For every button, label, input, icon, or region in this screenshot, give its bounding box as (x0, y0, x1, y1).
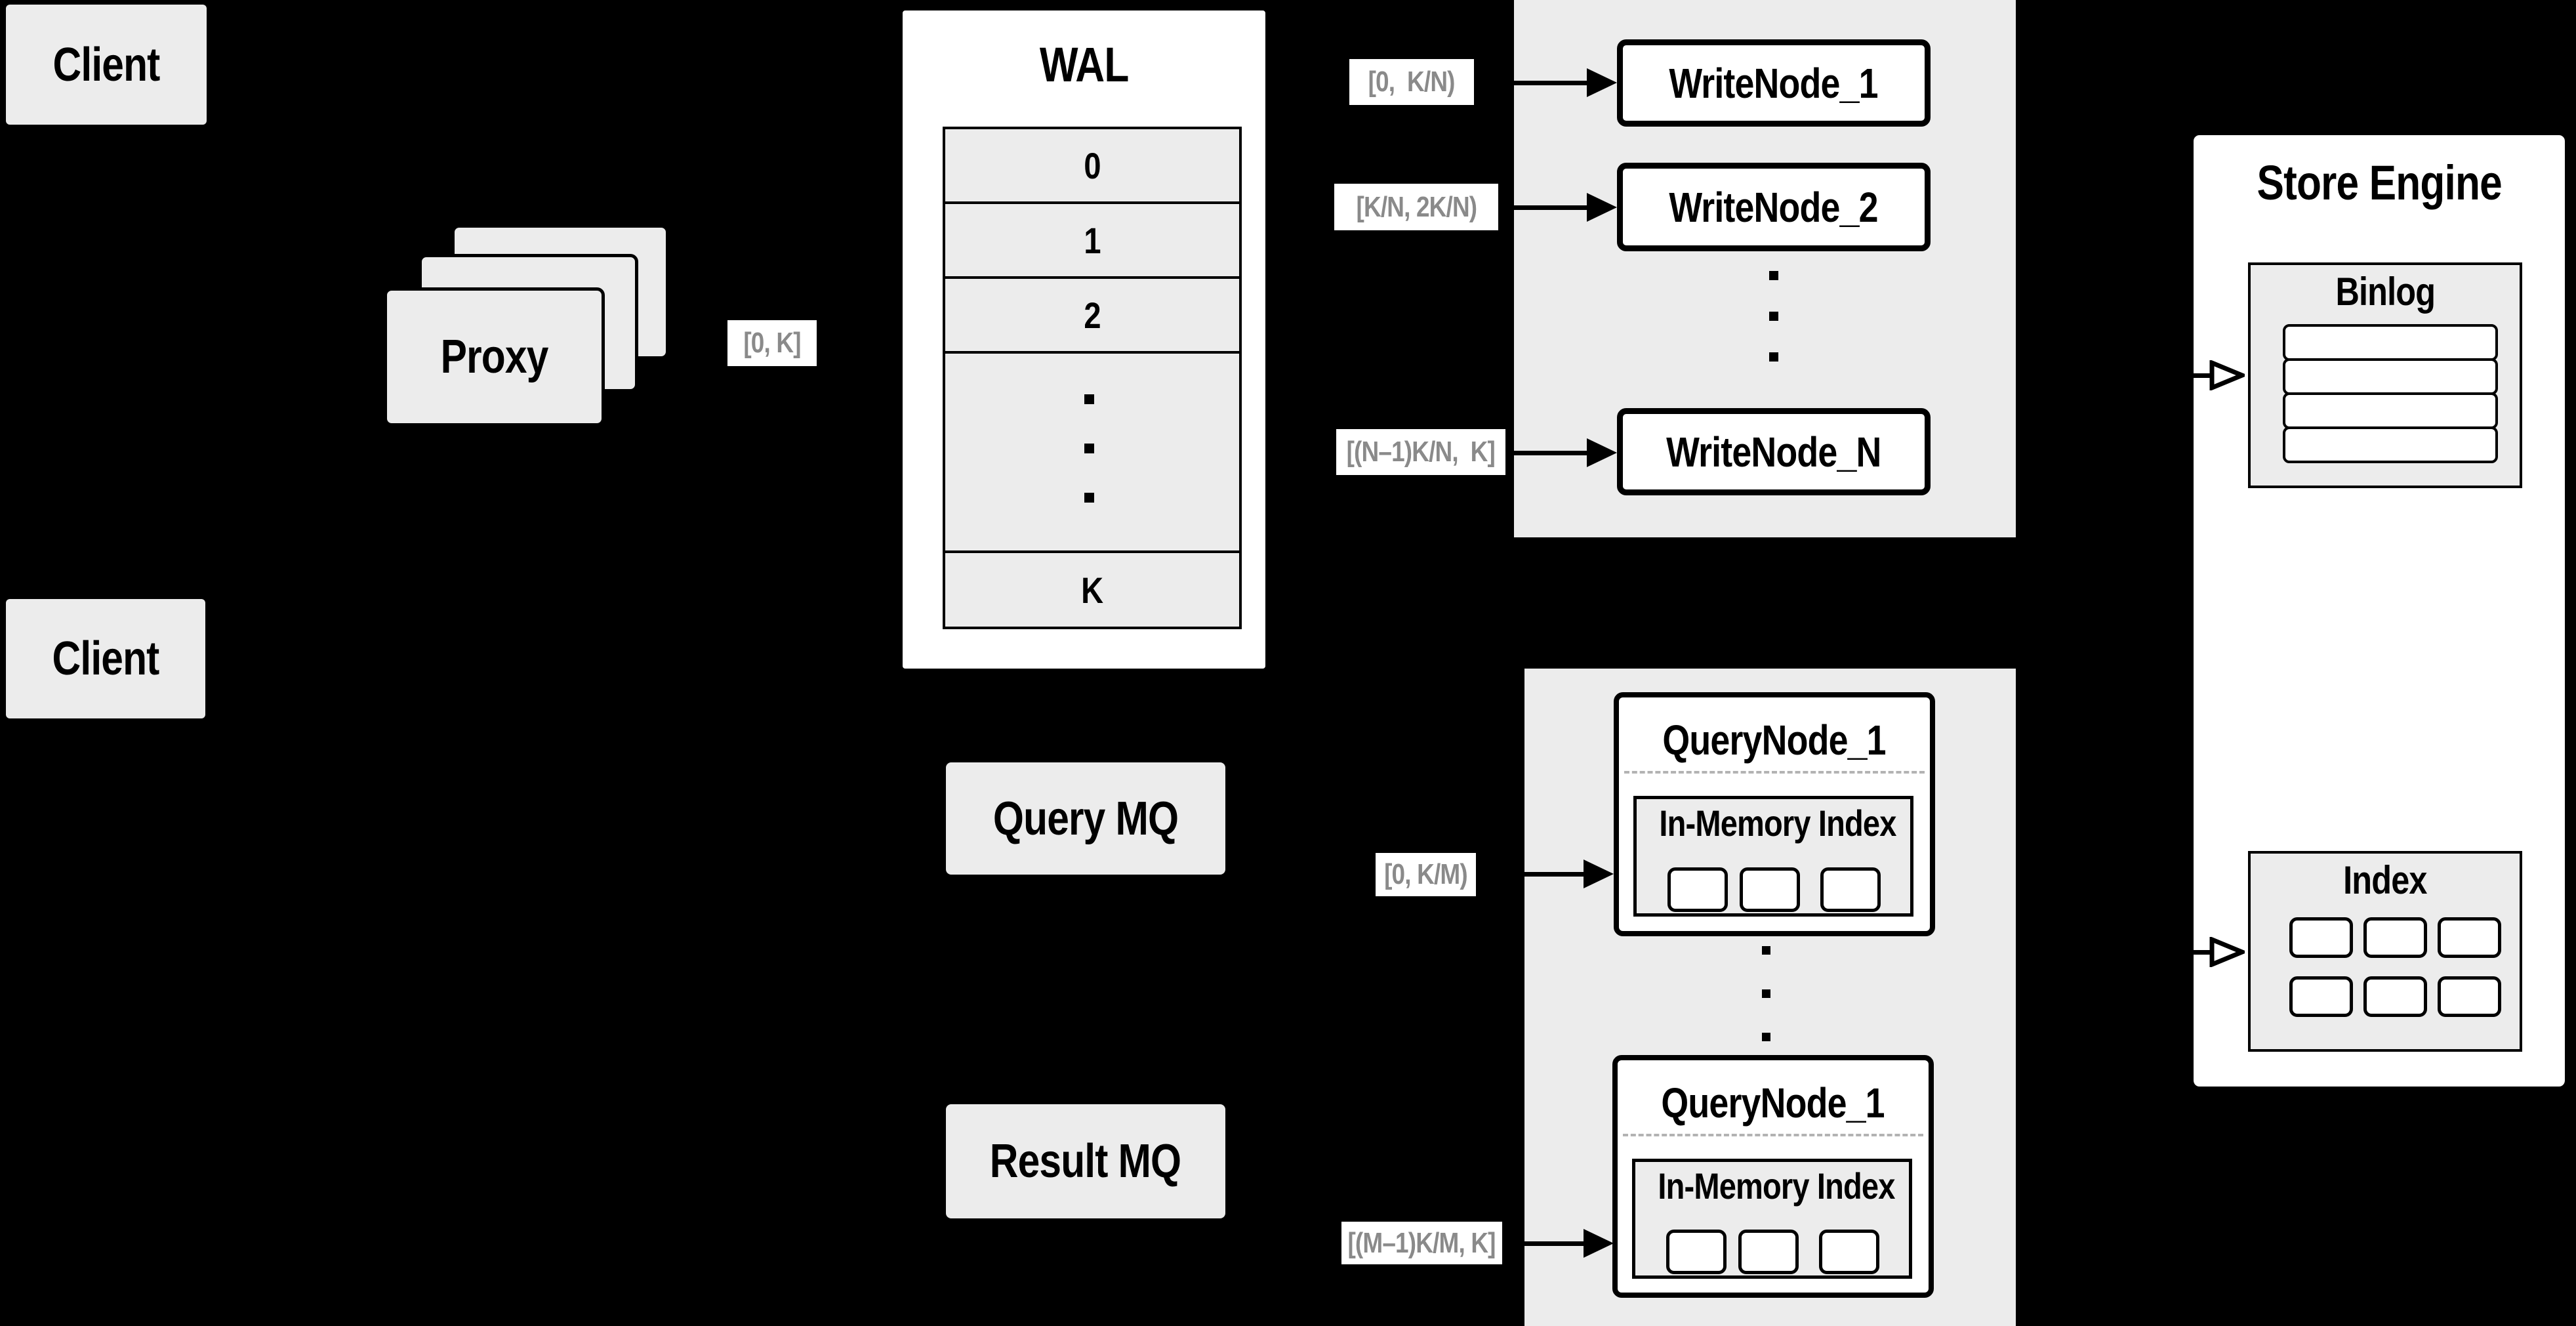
query-mq-box: Query MQ (946, 762, 1225, 875)
store-engine-box: Store Engine Binlog Index (2189, 131, 2569, 1091)
binlog-row (2283, 426, 2498, 463)
index-open-arrowhead-icon (2209, 937, 2245, 967)
wal-segment-0: 0 (945, 129, 1239, 204)
range-label-query-1: [0, K/M) (1376, 853, 1476, 896)
write-node-1-box: WriteNode_1 (1617, 39, 1931, 127)
wal-segment-2: 2 (945, 279, 1239, 354)
index-cell (2289, 917, 2353, 958)
range-label-write-2: [K/N, 2K/N) (1334, 184, 1498, 230)
write-node-n-box: WriteNode_N (1617, 408, 1931, 495)
client-top-box: Client (6, 5, 207, 125)
store-engine-title: Store Engine (2257, 155, 2502, 210)
binlog-title: Binlog (2335, 270, 2436, 314)
query-node-m-divider (1623, 1134, 1923, 1136)
proxy-label: Proxy (440, 331, 549, 383)
arrow-binlog-shaft (2192, 373, 2213, 378)
wal-box: WAL 0 1 2 K (899, 7, 1269, 673)
write-node-2-label: WriteNode_2 (1669, 183, 1879, 231)
memory-segment-cell (1738, 1230, 1799, 1274)
index-cell (2289, 976, 2353, 1017)
index-cell (2363, 976, 2427, 1017)
in-memory-index-title-1: In-Memory Index (1659, 802, 1896, 844)
query-node-1-title: QueryNode_1 (1662, 716, 1887, 764)
memory-segment-cell (1666, 1230, 1727, 1274)
memory-segment-cell (1740, 867, 1800, 912)
in-memory-index-box-1: In-Memory Index (1633, 796, 1913, 917)
index-box: Index (2248, 851, 2522, 1052)
result-mq-label: Result MQ (990, 1135, 1181, 1188)
index-title: Index (2343, 858, 2427, 902)
binlog-open-arrowhead-icon (2209, 360, 2245, 390)
client-bottom-label: Client (52, 632, 160, 685)
arrow-query-node-1-icon (1524, 860, 1614, 888)
query-node-m-title: QueryNode_1 (1661, 1079, 1885, 1127)
write-node-n-label: WriteNode_N (1666, 428, 1881, 476)
wal-segment-k: K (945, 553, 1239, 627)
wal-table: 0 1 2 K (943, 127, 1242, 629)
arrow-query-node-m-icon (1524, 1229, 1614, 1258)
proxy-front-card: Proxy (384, 287, 605, 426)
binlog-row (2283, 324, 2498, 361)
index-cell (2438, 976, 2501, 1017)
memory-segment-cell (1667, 867, 1728, 912)
result-mq-box: Result MQ (946, 1104, 1225, 1218)
range-label-proxy-out: [0, K] (727, 320, 817, 366)
write-node-2-box: WriteNode_2 (1617, 163, 1931, 251)
binlog-box: Binlog (2248, 262, 2522, 488)
arrow-write-node-n-icon (1514, 438, 1617, 467)
wal-title: WAL (1039, 37, 1129, 92)
arrow-write-node-2-icon (1514, 193, 1617, 222)
index-cell (2363, 917, 2427, 958)
binlog-row (2283, 358, 2498, 395)
arrow-write-node-1-icon (1514, 68, 1617, 97)
arrow-index-shaft (2192, 950, 2213, 955)
query-node-1-divider (1624, 771, 1925, 774)
wal-segment-1: 1 (945, 204, 1239, 279)
query-node-ellipsis (1762, 946, 1770, 955)
memory-segment-cell (1820, 867, 1881, 912)
range-label-write-1: [0, K/N) (1349, 59, 1474, 105)
client-bottom-box: Client (6, 599, 205, 718)
client-top-label: Client (52, 38, 161, 91)
query-node-m-box: QueryNode_1 In-Memory Index (1612, 1055, 1934, 1298)
in-memory-index-box-m: In-Memory Index (1632, 1159, 1912, 1279)
binlog-row (2283, 392, 2498, 429)
write-node-1-label: WriteNode_1 (1669, 59, 1879, 107)
range-label-query-m: [(M–1)K/M, K] (1341, 1222, 1502, 1264)
index-cell (2438, 917, 2501, 958)
query-node-1-box: QueryNode_1 In-Memory Index (1614, 692, 1935, 936)
query-mq-label: Query MQ (992, 792, 1179, 845)
in-memory-index-title-m: In-Memory Index (1658, 1165, 1895, 1207)
memory-segment-cell (1819, 1230, 1879, 1274)
range-label-write-n: [(N–1)K/N, K] (1336, 429, 1505, 475)
wal-ellipsis (945, 354, 1239, 553)
write-node-ellipsis (1769, 271, 1778, 280)
